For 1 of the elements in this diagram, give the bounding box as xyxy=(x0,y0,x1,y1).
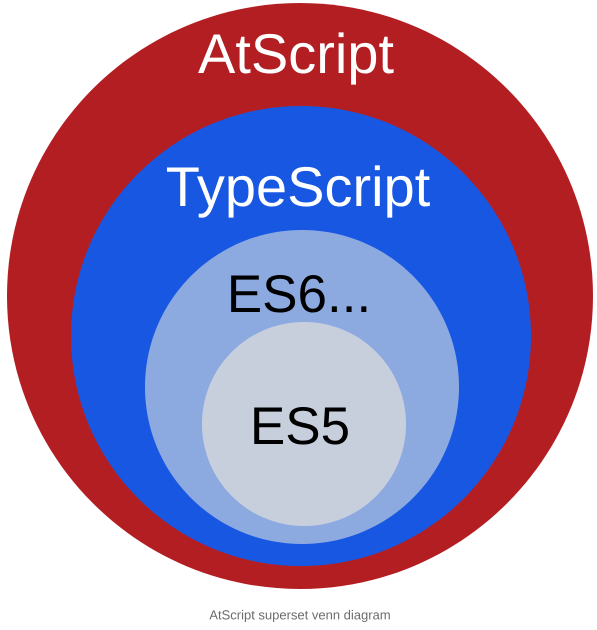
caption: AtScript superset venn diagram xyxy=(209,610,390,622)
